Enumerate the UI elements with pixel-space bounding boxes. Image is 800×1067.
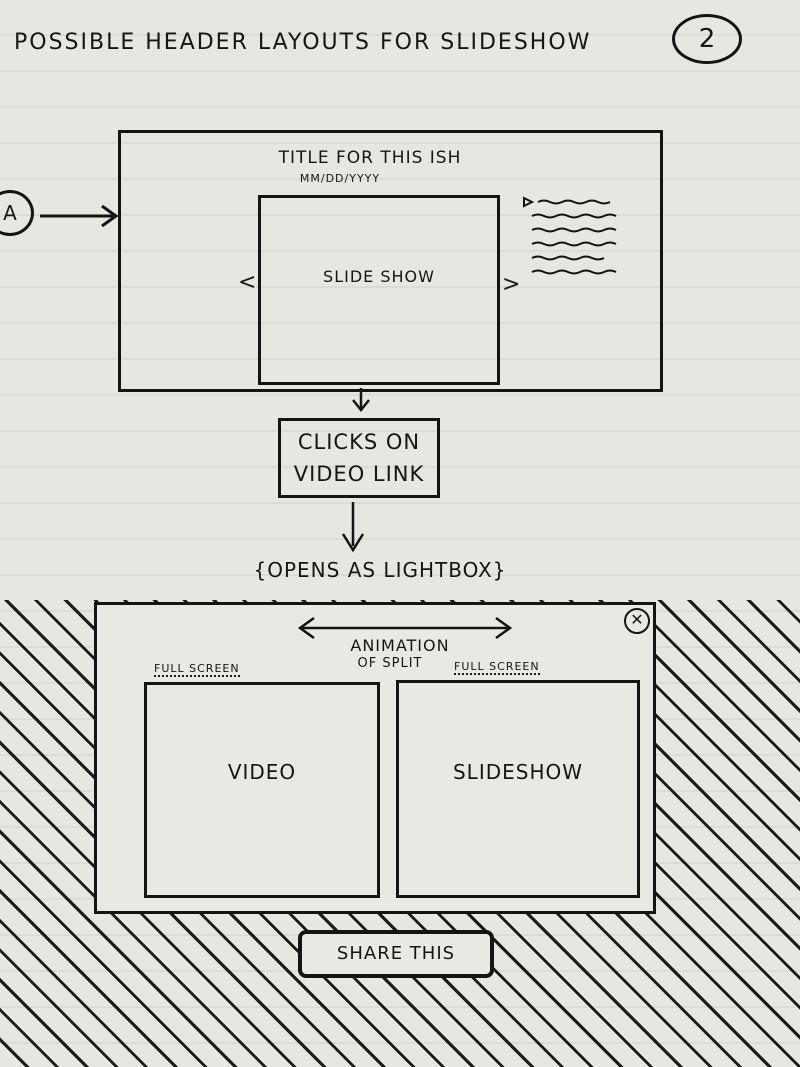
video-panel[interactable] [144, 682, 380, 898]
share-button[interactable]: SHARE THIS [298, 930, 494, 978]
page-number-badge: 2 [672, 14, 742, 64]
option-marker: A [0, 190, 34, 236]
arrow-down-icon [352, 388, 370, 413]
animation-line2: OF SPLIT [357, 656, 423, 671]
share-button-label: SHARE THIS [336, 943, 456, 964]
clicks-video-link-box [278, 418, 440, 498]
clicks-line1: CLICKS ON [297, 430, 421, 454]
clicks-line2: VIDEO LINK [293, 462, 425, 486]
lightbox-window [94, 602, 656, 914]
lightbox-frame [94, 602, 656, 914]
layout-date: MM/DD/YYYY [299, 172, 381, 185]
slideshow-label: SLIDE SHOW [323, 267, 435, 286]
video-label: VIDEO [227, 760, 297, 784]
header-layout-frame [118, 130, 663, 392]
slideshow-frame [258, 195, 500, 385]
close-icon[interactable]: ✕ [624, 608, 650, 634]
arrow-down-icon [341, 502, 365, 553]
arrow-right-icon [40, 204, 119, 228]
sidebar-text-lines [523, 196, 617, 275]
next-arrow-icon[interactable]: > [502, 272, 522, 297]
animation-line1: ANIMATION [350, 636, 450, 655]
option-marker-label: A [3, 201, 17, 225]
page-heading: POSSIBLE HEADER LAYOUTS FOR SLIDESHOW [14, 30, 592, 55]
page-number: 2 [698, 24, 716, 54]
double-arrow-icon [297, 616, 513, 640]
slideshow-panel-label: SLIDESHOW [452, 760, 584, 784]
layout-title: TITLE FOR THIS ISH [278, 148, 462, 168]
fullscreen-link-right[interactable]: FULL SCREEN [454, 660, 540, 675]
slideshow-panel[interactable] [396, 680, 640, 898]
opens-as-lightbox: {OPENS AS LIGHTBOX} [253, 558, 507, 582]
fullscreen-link-left[interactable]: FULL SCREEN [154, 662, 240, 677]
prev-arrow-icon[interactable]: < [238, 270, 258, 295]
